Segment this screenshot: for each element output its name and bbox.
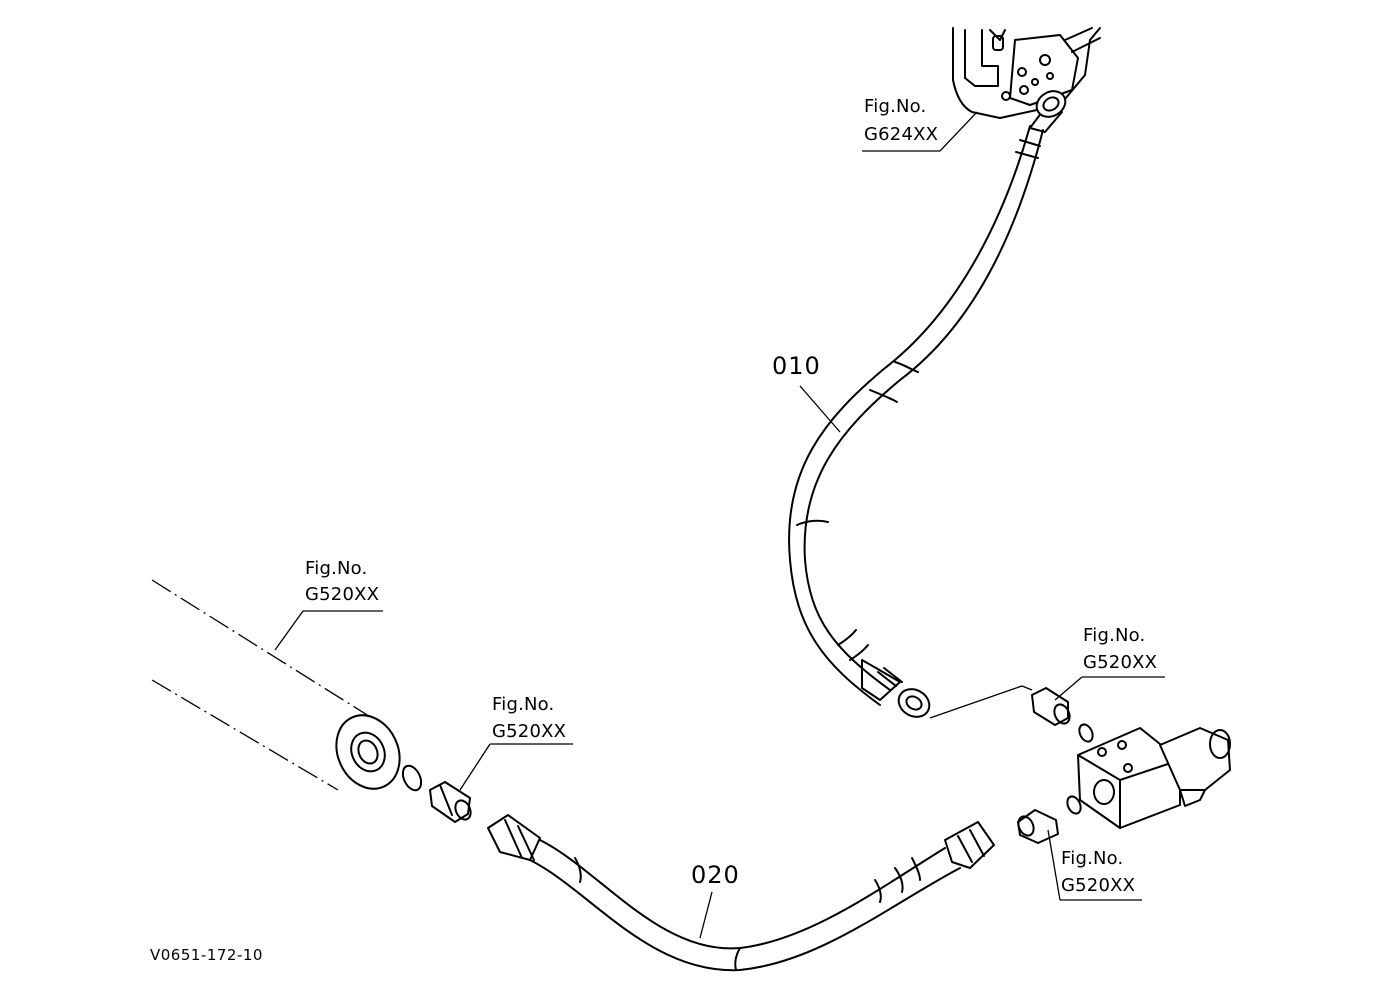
hose-010 (788, 90, 1067, 719)
ref-g520-upper-right-label2: G520XX (1083, 652, 1158, 673)
leader-lines (274, 111, 1165, 939)
ref-g520-lower-right-label1: Fig.No. (1061, 848, 1124, 869)
ref-g624-top-label1: Fig.No. (864, 96, 927, 117)
ref-g520-left-fitting-label1: Fig.No. (492, 694, 555, 715)
right-lower-adapter (1017, 795, 1082, 844)
hydraulic-cylinder (151, 579, 401, 791)
ref-g520-left-fitting-label2: G520XX (492, 721, 567, 742)
left-oring-adapter (401, 764, 472, 823)
hose-020 (487, 814, 995, 972)
ref-g520-upper-right-label1: Fig.No. (1083, 625, 1146, 646)
ref-g520-cylinder-label1: Fig.No. (305, 558, 368, 579)
top-valve-assembly (952, 27, 1101, 119)
drawing-code: V0651-172-10 (150, 946, 263, 964)
ref-g624-top-label2: G624XX (864, 124, 939, 145)
solenoid-valve-block (1077, 727, 1231, 829)
ref-g520-lower-right-label2: G520XX (1061, 875, 1136, 896)
part-010-number: 010 (772, 352, 821, 380)
right-upper-adapter (1031, 687, 1094, 743)
part-020-number: 020 (691, 861, 740, 889)
ref-g520-cylinder-label2: G520XX (305, 584, 380, 605)
